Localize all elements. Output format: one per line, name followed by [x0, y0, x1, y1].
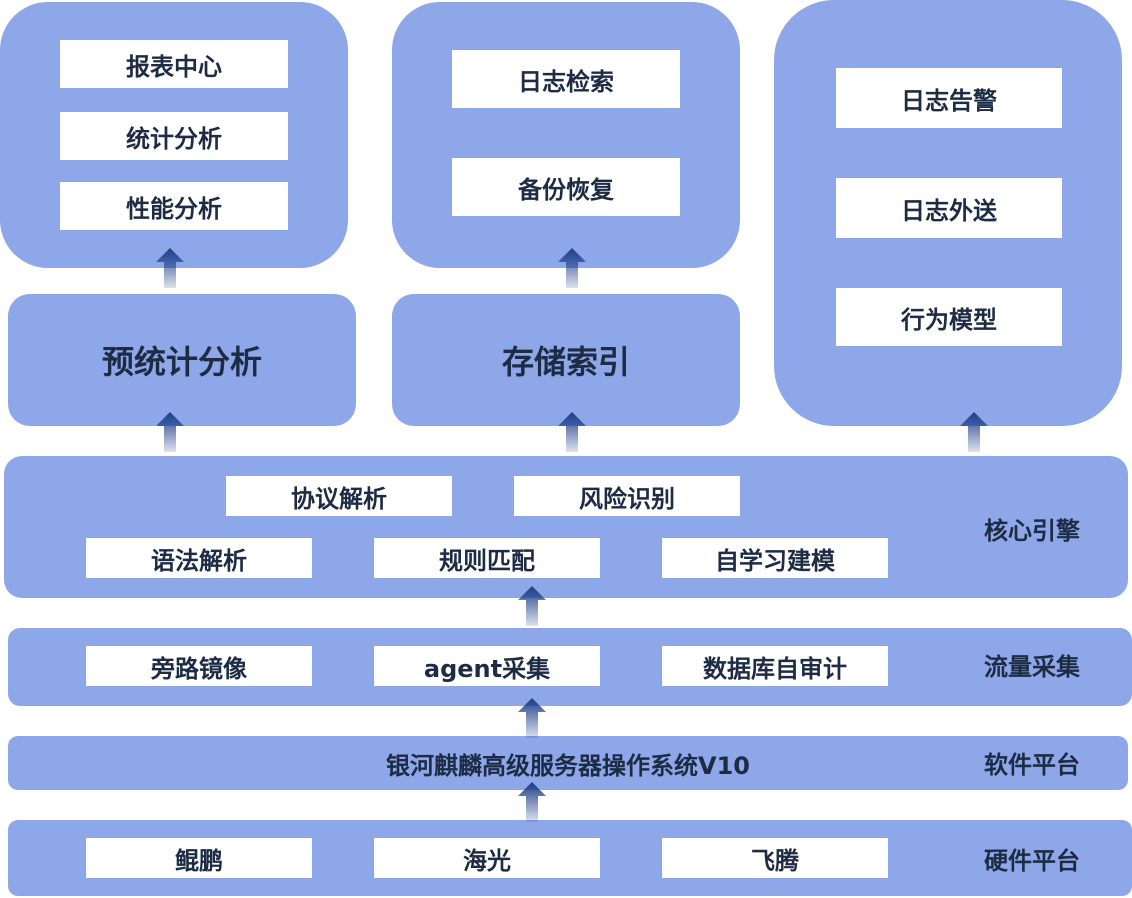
arrow-up-icon — [516, 696, 548, 738]
hygon-box: 海光 — [374, 838, 600, 878]
hardware-label: 硬件平台 — [984, 846, 1080, 875]
log-search-box: 日志检索 — [452, 50, 680, 108]
agent-collect-box: agent采集 — [374, 646, 600, 686]
storage-title: 存储索引 — [501, 343, 630, 381]
risk-identify-box: 风险识别 — [514, 476, 740, 516]
bypass-mirror-box: 旁路镜像 — [86, 646, 312, 686]
prestat-panel — [8, 294, 356, 426]
arrow-up-icon — [556, 246, 588, 288]
log-alert-box: 日志告警 — [836, 68, 1062, 128]
syntax-parse-box: 语法解析 — [86, 538, 312, 578]
statistics-analysis-box: 统计分析 — [60, 112, 288, 160]
arrow-up-icon — [516, 780, 548, 822]
software-panel — [8, 736, 1128, 790]
storage-panel — [392, 294, 740, 426]
arrow-up-icon — [154, 410, 186, 452]
kunpeng-box: 鲲鹏 — [86, 838, 312, 878]
os-name: 银河麒麟高级服务器操作系统V10 — [386, 751, 750, 780]
software-label: 软件平台 — [984, 750, 1080, 779]
traffic-label: 流量采集 — [984, 652, 1080, 681]
arrow-up-icon — [958, 410, 990, 452]
backup-restore-box: 备份恢复 — [452, 158, 680, 216]
report-center-box: 报表中心 — [60, 40, 288, 88]
performance-analysis-box: 性能分析 — [60, 182, 288, 230]
log-forward-box: 日志外送 — [836, 178, 1062, 238]
arrow-up-icon — [154, 246, 186, 288]
rule-match-box: 规则匹配 — [374, 538, 600, 578]
db-self-audit-box: 数据库自审计 — [662, 646, 888, 686]
arrow-up-icon — [516, 584, 548, 626]
phytium-box: 飞腾 — [662, 838, 888, 878]
log-panel — [392, 2, 740, 268]
core-engine-label: 核心引擎 — [984, 516, 1080, 545]
protocol-parse-box: 协议解析 — [226, 476, 452, 516]
self-learning-box: 自学习建模 — [662, 538, 888, 578]
prestat-title: 预统计分析 — [101, 343, 262, 381]
behavior-model-box: 行为模型 — [836, 288, 1062, 346]
arrow-up-icon — [556, 410, 588, 452]
